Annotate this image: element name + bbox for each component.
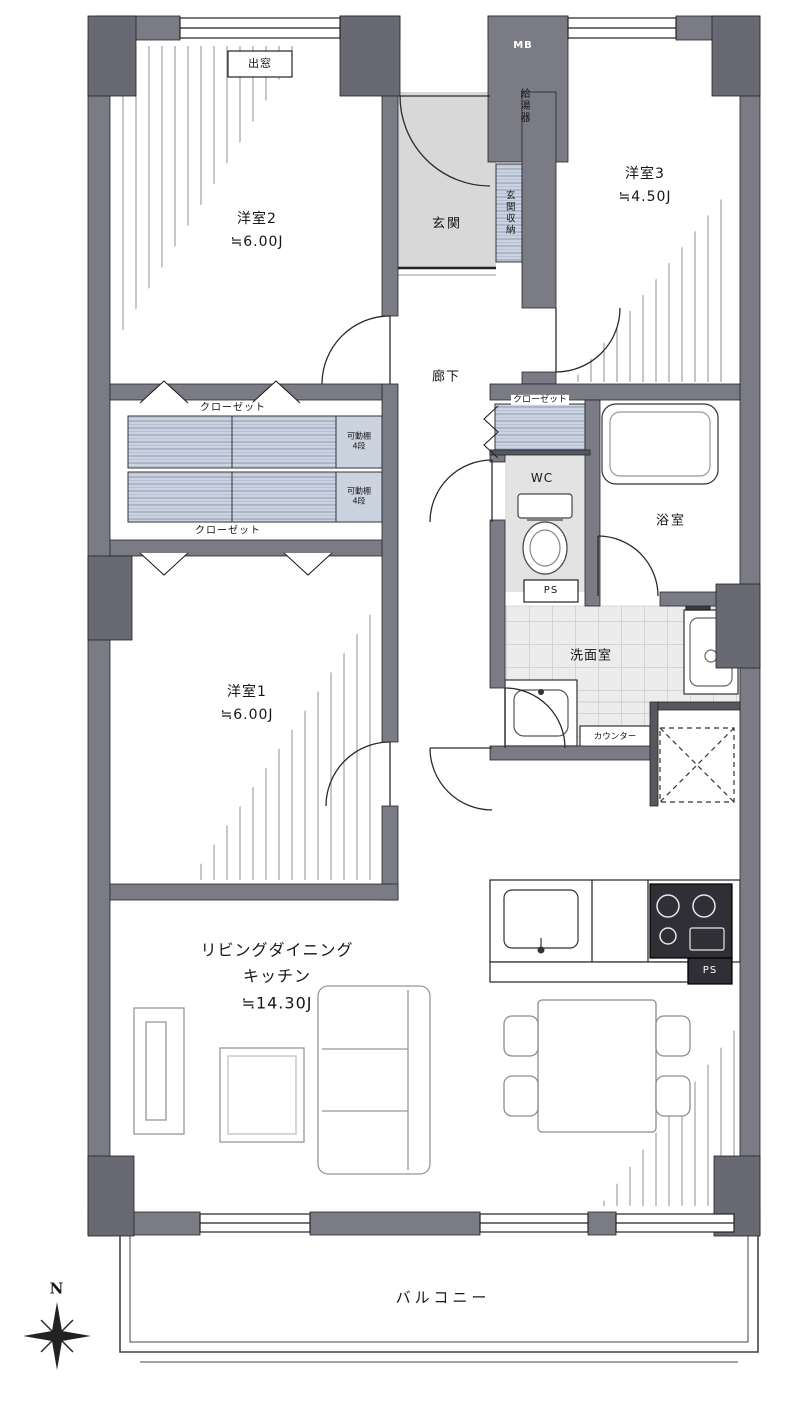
room-label-entrance: 玄関 (431, 216, 463, 232)
kitchen-counter (489, 879, 741, 985)
vanity-sink (504, 679, 578, 747)
dining-chair (503, 1015, 539, 1057)
room-label-toilet: WC (530, 471, 554, 486)
movable-shelf-upper-box (335, 415, 383, 469)
doors (139, 95, 659, 811)
room-label-ldk: リビングダイニング キッチン ≒14.30J (200, 940, 354, 1013)
room-label-western-room-1: 洋室1 ≒6.00J (220, 683, 274, 723)
room-label-washroom: 洗面室 (569, 648, 613, 664)
bath-door (597, 535, 659, 597)
room-label-western-room-2: 洋室2 ≒6.00J (230, 210, 284, 250)
closet-hall-shelves (494, 403, 586, 451)
closet-folding-doors (139, 380, 499, 576)
bay-window-label: 出窓 (248, 56, 272, 70)
room1-door (325, 741, 391, 807)
balcony-outline (119, 1235, 759, 1363)
movable-shelf-lower-label: 可動棚 4段 (347, 486, 371, 506)
dining-chair (655, 1075, 691, 1117)
room3-door (555, 307, 621, 373)
closet-upper-label: クローゼット (198, 402, 268, 414)
pipe-space-kitchen-box (687, 957, 733, 985)
window-ldk-left (199, 1213, 311, 1233)
refrigerator-space (659, 727, 735, 803)
counter-front (489, 961, 689, 983)
movable-shelf-upper-label: 可動棚 4段 (347, 431, 371, 451)
room-label-corridor: 廊下 (431, 369, 461, 385)
entrance-storage-box (495, 163, 523, 263)
pipe-space-wc-label: PS (543, 584, 559, 596)
pipe-space-wc-box (523, 579, 579, 603)
sofa (317, 985, 431, 1175)
parquet-hatch-room1 (190, 606, 376, 880)
bathtub (601, 403, 719, 485)
window-room2-top (179, 17, 341, 39)
furniture (133, 985, 691, 1175)
entrance-storage-label: 玄関収納 (503, 190, 515, 236)
movable-shelf-lower-box (335, 471, 383, 523)
washroom-door (504, 687, 566, 749)
stove (649, 883, 733, 959)
dining-chair (503, 1075, 539, 1117)
closets (127, 163, 586, 523)
entrance-tile-floor (398, 92, 496, 268)
window-ldk-center (479, 1213, 589, 1233)
compass-north-label: N (49, 1279, 65, 1298)
counter-label: カウンター (593, 731, 637, 742)
entrance-door (399, 95, 491, 187)
closet-lower-label: クローゼット (193, 525, 263, 537)
room-label-bathroom: 浴室 (655, 513, 687, 529)
windows (179, 17, 735, 1233)
pipe-space-kitchen-label: PS (702, 964, 718, 976)
water-heater-label: 給湯器 (518, 88, 529, 124)
parquet-hatch-room3 (572, 186, 732, 382)
window-room3-top (567, 17, 677, 39)
tv-board (133, 1007, 185, 1135)
coffee-table (219, 1047, 305, 1143)
room-label-balcony: バルコニー (395, 1288, 491, 1307)
dining-table (537, 999, 657, 1133)
wc-door (429, 459, 493, 523)
dining-set (503, 999, 691, 1133)
bay-window-box (227, 50, 293, 78)
room-label-western-room-3: 洋室3 ≒4.50J (618, 165, 672, 205)
toilet-fixture (517, 493, 573, 575)
meter-box-label: MB (513, 39, 533, 51)
closet-hall-label: クローゼット (510, 394, 570, 406)
dining-chair (655, 1015, 691, 1057)
compass-star (23, 1302, 91, 1370)
room2-door (321, 315, 391, 385)
pillars (87, 15, 761, 1237)
window-ldk-right (615, 1213, 735, 1233)
walls (87, 15, 761, 1236)
ldk-door (429, 747, 493, 811)
parquet-hatch-room2 (118, 46, 300, 338)
parquet-hatch-ldk (600, 1028, 736, 1206)
